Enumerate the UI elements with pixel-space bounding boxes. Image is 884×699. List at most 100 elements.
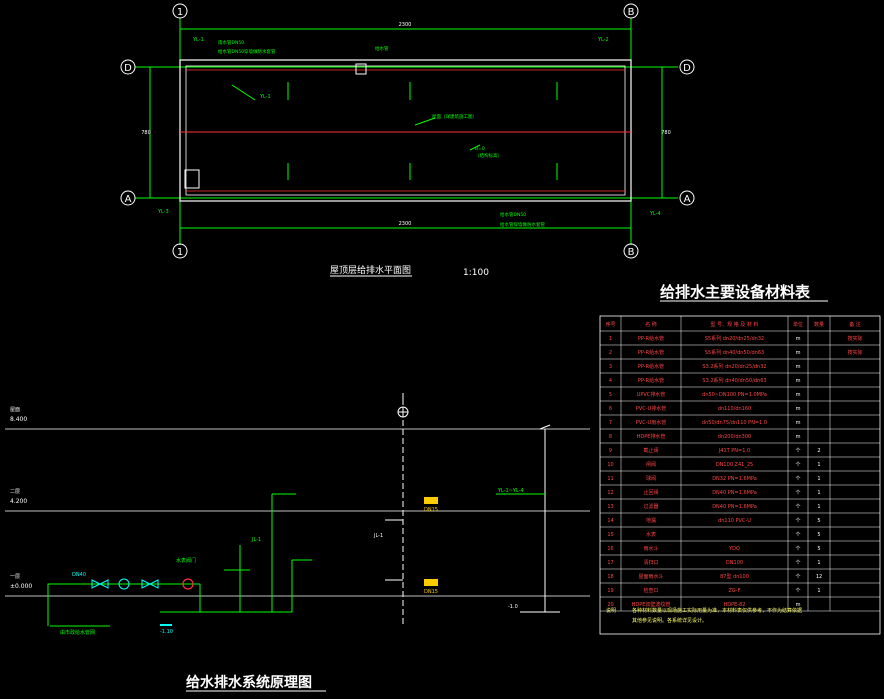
- table-cell: 17: [607, 560, 613, 566]
- table-cell: PP-R给水管: [638, 335, 664, 342]
- table-cell: 6: [609, 406, 612, 412]
- table-cell: 1: [817, 476, 820, 482]
- table-cell: 5: [817, 546, 820, 552]
- note-top-left: 雨水管DN50: [218, 39, 244, 46]
- table-cell: 7: [609, 420, 612, 426]
- level-roof: 8.400: [10, 416, 27, 423]
- schematic-title: 给水排水系统原理图: [186, 674, 312, 691]
- plan-title: 屋顶层给排水平面图: [330, 264, 411, 276]
- table-cell: 18: [607, 574, 613, 580]
- table-cell: 水表: [646, 531, 656, 538]
- note-center2: B=0: [475, 146, 485, 152]
- table-cell: DN40 PN=1.6MPa: [712, 504, 757, 510]
- table-cell: 地漏: [646, 517, 656, 524]
- table-cell: DN32 PN=1.6MPa: [712, 476, 757, 482]
- table-cell: m: [796, 378, 801, 384]
- table-cell: 12: [816, 574, 822, 580]
- table-cell: 20: [607, 602, 613, 608]
- table-cell: HDPE排水管: [637, 433, 666, 440]
- table-cell: 12: [607, 490, 613, 496]
- tag-m10: -1.0: [508, 604, 518, 610]
- table-cell: 5: [609, 392, 612, 398]
- table-cell: 1: [817, 588, 820, 594]
- table-cell: 10: [607, 462, 613, 468]
- table-cell: 13: [607, 504, 613, 510]
- level-2: 4.200: [10, 498, 27, 505]
- tag-yl3: YL-3: [157, 209, 169, 215]
- table-note-line1: 各种材料数量以现场施工实际用量为准，本材料表仅供参考，不作为结算依据: [632, 607, 802, 614]
- table-cell: m: [796, 434, 801, 440]
- tag-valve: 水表阀门: [176, 557, 196, 564]
- table-title: 给排水主要设备材料表: [660, 283, 811, 301]
- tag-yl2: YL-2: [597, 37, 609, 43]
- table-cell: dn50/dn75/dn110 PN=1.0: [702, 420, 767, 426]
- table-cell: dn200/dn300: [718, 434, 751, 440]
- table-cell: dn110/dn160: [718, 406, 751, 412]
- table-cell: DN100 Z41_25: [716, 462, 753, 468]
- table-cell: 清扫口: [643, 559, 658, 566]
- table-cell: 个: [795, 546, 800, 552]
- table-cell: m: [796, 602, 801, 608]
- table-cell: 14: [607, 518, 613, 524]
- axis-a-left: A: [125, 194, 132, 205]
- table-cell: 个: [795, 504, 800, 510]
- table-cell: m: [796, 364, 801, 370]
- dim-top: 2300: [399, 22, 412, 28]
- table-header-3: 单位: [793, 321, 803, 328]
- table-cell: 16: [607, 546, 613, 552]
- dim-bottom: 2300: [399, 221, 412, 227]
- table-cell: UPVC排水管: [637, 391, 666, 398]
- table-cell: DN40 PN=1.6MPa: [712, 490, 757, 496]
- table-cell: 15: [607, 532, 613, 538]
- table-cell: 1: [817, 560, 820, 566]
- table-cell: 个: [795, 462, 800, 468]
- table-cell: m: [796, 420, 801, 426]
- table-cell: 87型 dn100: [720, 573, 749, 580]
- table-header-4: 数量: [814, 321, 824, 328]
- table-cell: 1: [609, 336, 612, 342]
- system-schematic: 屋面 8.400 二层 4.200 一层 ±0.000: [5, 393, 590, 692]
- table-cell: 按实际: [847, 335, 862, 342]
- table-cell: PP-R给水管: [638, 363, 664, 370]
- tag-m10b: -1.10: [160, 629, 173, 635]
- table-cell: 球阀: [646, 475, 656, 482]
- table-cell: 个: [795, 518, 800, 524]
- table-header-1: 名 称: [645, 321, 657, 328]
- table-cell: 2: [609, 350, 612, 356]
- table-cell: 8: [609, 434, 612, 440]
- tag-yl1-yl4: YL-1~YL-4: [497, 488, 524, 494]
- axis-d-right: D: [683, 63, 691, 74]
- table-cell: S5系列 dn20/dn25/dn32: [705, 335, 764, 342]
- table-cell: S3.2系列 dn40/dn50/dn63: [702, 377, 766, 384]
- tag-yl4: YL-4: [649, 211, 661, 217]
- note-bottom-right2: 给水管穿墙做防水套管: [500, 221, 545, 228]
- dim-right: 780: [661, 130, 671, 136]
- table-cell: 个: [795, 448, 800, 454]
- table-cell: dn110 PVC-U: [718, 518, 751, 524]
- table-cell: PP-R给水管: [638, 377, 664, 384]
- table-note-line2: 其他参见说明。各系统详见设计。: [632, 617, 707, 624]
- table-cell: S3.2系列 dn20/dn25/dn32: [702, 363, 766, 370]
- table-cell: 个: [795, 574, 800, 580]
- note-center3: （结构标高）: [475, 152, 502, 159]
- tag-yl1-inner: YL-1: [259, 94, 271, 100]
- table-cell: 11: [607, 476, 613, 482]
- axis-b-top: B: [628, 7, 635, 18]
- level-1: ±0.000: [10, 583, 32, 590]
- table-cell: 3: [609, 364, 612, 370]
- axis-d-left: D: [124, 63, 132, 74]
- table-cell: 过滤器: [643, 503, 658, 510]
- plan-scale: 1:100: [463, 268, 489, 278]
- table-cell: ZG-F: [729, 588, 741, 594]
- table-cell: 个: [795, 560, 800, 566]
- level-1-name: 一层: [10, 574, 20, 580]
- level-roof-name: 屋面: [10, 407, 20, 413]
- table-cell: 个: [795, 476, 800, 482]
- level-2-name: 二层: [10, 489, 20, 495]
- table-cell: m: [796, 406, 801, 412]
- roof-plan: 1 B 1 B D D A A 2300 2300 780 780 YL-1 Y…: [120, 3, 695, 278]
- table-header-0: 序号: [605, 321, 615, 328]
